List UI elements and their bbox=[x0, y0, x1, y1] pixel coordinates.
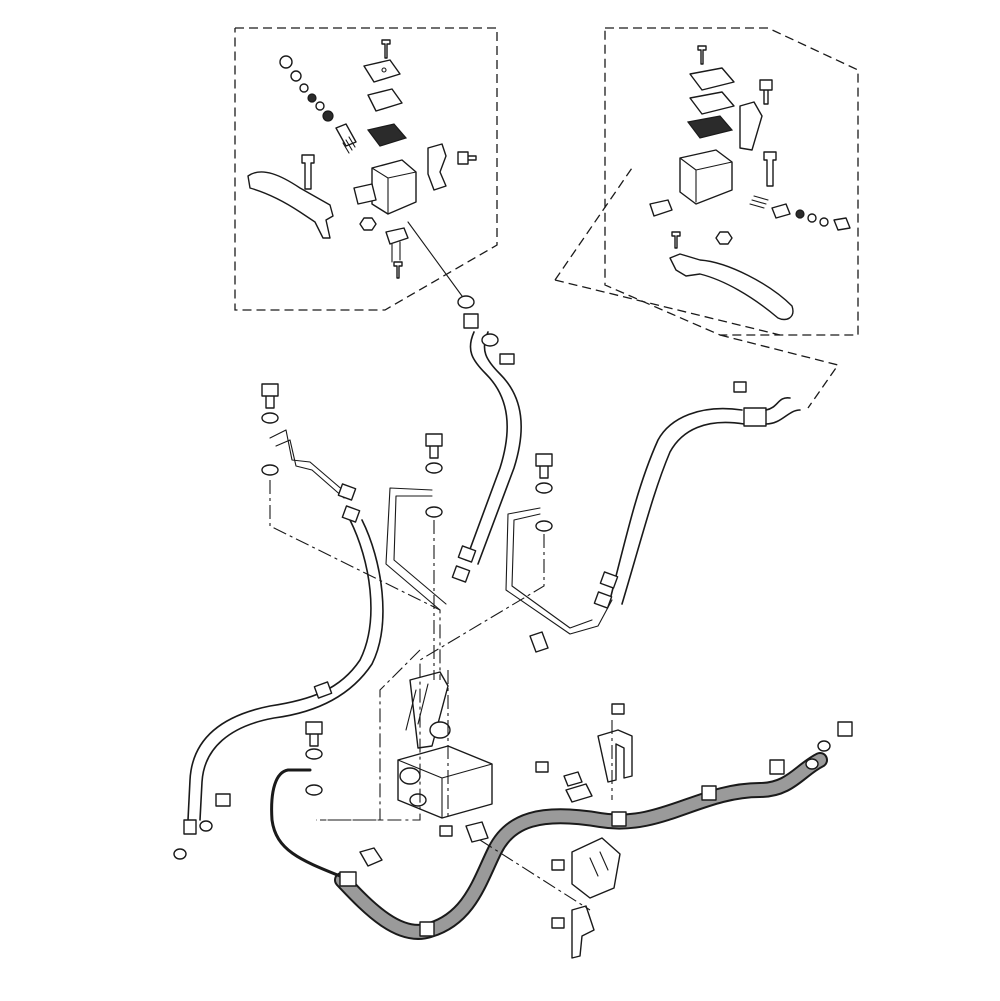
rear-metal-brake-line bbox=[270, 768, 342, 878]
left-switch-screw bbox=[393, 261, 403, 279]
left-master-cylinder-group bbox=[234, 27, 498, 311]
left-nut bbox=[359, 217, 377, 231]
left-reservoir-plate bbox=[367, 88, 403, 112]
brake-hoses-group bbox=[173, 295, 853, 940]
left-clamp-bracket bbox=[353, 183, 377, 205]
right-mirror-mount bbox=[739, 101, 763, 151]
left-master-cylinder-body bbox=[371, 159, 417, 215]
left-banjo-bolt bbox=[457, 151, 477, 165]
hose-clamp-rear bbox=[359, 847, 383, 867]
right-reservoir-diaphragm bbox=[686, 115, 734, 139]
left-reservoir-diaphragm bbox=[366, 123, 408, 147]
rear-hose-guide bbox=[563, 771, 583, 787]
right-piston-kit bbox=[749, 195, 851, 231]
left-cap-screw bbox=[381, 39, 391, 59]
rear-hose-bracket-upper bbox=[597, 729, 633, 783]
left-detail-box bbox=[234, 27, 498, 311]
right-mount-bolt bbox=[759, 79, 773, 105]
left-pivot-bolt bbox=[301, 154, 315, 190]
right-master-cylinder-body bbox=[679, 149, 733, 205]
right-detail-box bbox=[604, 27, 859, 336]
left-banjo-fitting bbox=[427, 143, 447, 191]
right-reservoir-cap bbox=[689, 67, 735, 91]
banjo-bolts bbox=[173, 295, 853, 929]
right-brake-lever bbox=[669, 253, 794, 321]
hose-clip bbox=[529, 631, 549, 653]
front-left-master-hose bbox=[465, 331, 508, 561]
leader-lines bbox=[269, 480, 613, 911]
left-brake-lever bbox=[247, 171, 334, 239]
left-metal-brake-line bbox=[269, 429, 346, 493]
right-nut bbox=[715, 231, 733, 245]
center-metal-brake-line bbox=[385, 487, 441, 611]
right-switch-screw bbox=[671, 231, 681, 249]
rear-brackets-group bbox=[563, 729, 633, 959]
hose-guide-bracket bbox=[465, 821, 489, 843]
hose-fittings bbox=[183, 313, 785, 937]
rear-lower-bracket bbox=[571, 905, 595, 959]
front-right-master-hose bbox=[609, 407, 743, 601]
right-lever-box bbox=[554, 167, 633, 281]
rear-caliper-bracket bbox=[571, 837, 621, 899]
right-cap-screw bbox=[697, 45, 707, 65]
right-metal-brake-line bbox=[505, 507, 613, 635]
right-pivot-bolt bbox=[763, 151, 777, 187]
right-hose-fitting bbox=[743, 407, 767, 427]
left-brake-switch bbox=[385, 227, 409, 245]
right-master-cylinder-group bbox=[554, 27, 859, 409]
abs-unit-group bbox=[397, 671, 493, 819]
right-reservoir-plate bbox=[689, 91, 735, 115]
right-brake-switch bbox=[649, 199, 673, 217]
left-piston-kit bbox=[279, 55, 357, 154]
